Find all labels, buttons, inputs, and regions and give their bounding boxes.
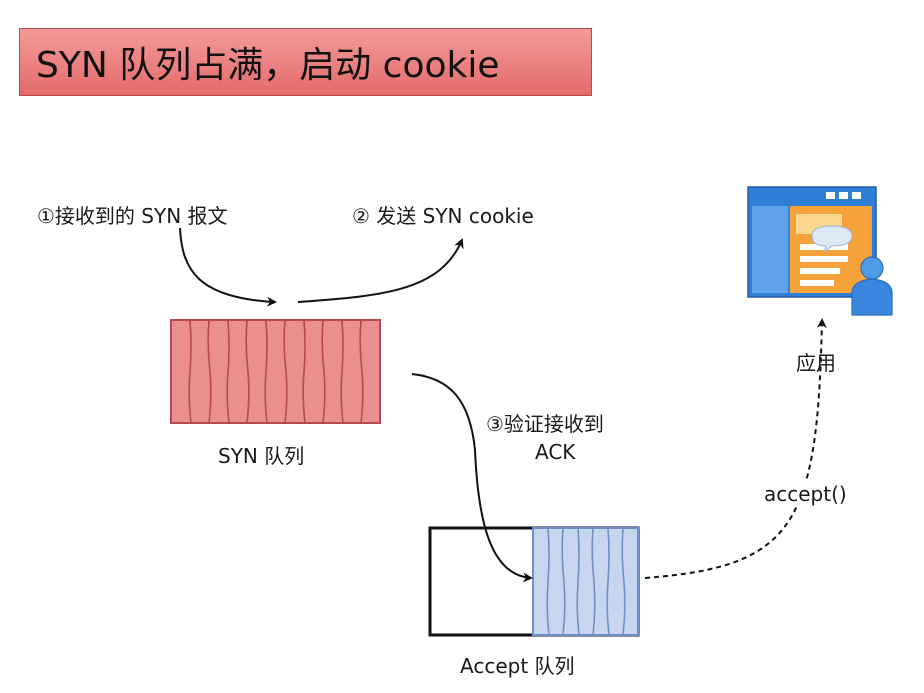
title-banner: SYN 队列占满，启动 cookie — [19, 28, 592, 96]
accept-queue — [428, 526, 640, 637]
app-label: 应用 — [796, 351, 836, 375]
step3-label-line2: ACK — [535, 440, 576, 464]
application-window-user-icon — [747, 186, 893, 316]
title-text: SYN 队列占满，启动 cookie — [36, 45, 500, 86]
step2-label: ② 发送 SYN cookie — [352, 204, 534, 228]
accept-call-label: accept() — [764, 482, 847, 506]
step1-label: ①接收到的 SYN 报文 — [37, 204, 228, 228]
arrow-verify-ack — [411, 373, 533, 583]
arrow-accept-call — [644, 318, 827, 579]
arrow-syn-received — [179, 227, 277, 307]
syn-queue — [170, 319, 381, 424]
accept-queue-label: Accept 队列 — [460, 654, 575, 678]
arrow-send-cookie — [297, 238, 464, 303]
step3-label-line1: ③验证接收到 — [486, 412, 604, 436]
syn-queue-label: SYN 队列 — [218, 444, 305, 468]
